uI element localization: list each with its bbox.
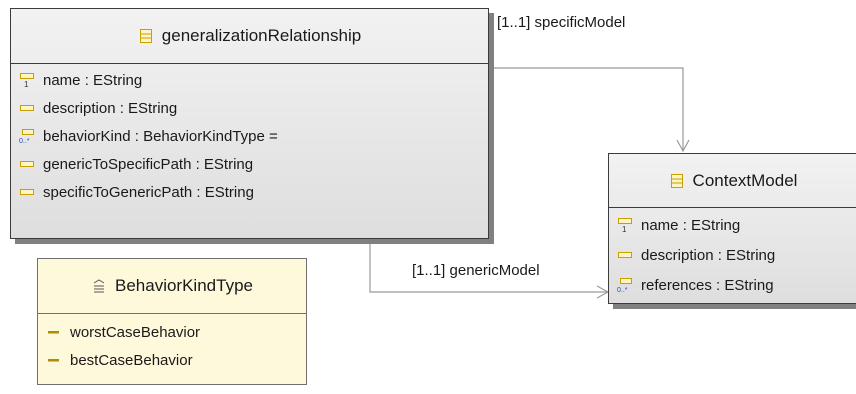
attribute-text: name : EString [641, 216, 741, 234]
attribute-row[interactable]: 0..* references : EString [617, 270, 856, 300]
behavior-kind-type-enum[interactable]: BehaviorKindType worstCaseBehavior bestC… [37, 258, 307, 385]
class-title: generalizationRelationship [161, 26, 362, 45]
specific-model-edge-label: [1..1] specificModel [497, 14, 626, 31]
attribute-row[interactable]: description : EString [19, 94, 488, 122]
multi-attribute-icon: 0..* [617, 277, 633, 294]
single-attribute-icon: 1 [617, 217, 633, 234]
enum-literal-icon [46, 352, 62, 368]
enum-literal-row[interactable]: worstCaseBehavior [46, 318, 306, 346]
attribute-text: genericToSpecificPath : EString [43, 155, 254, 173]
attribute-icon [19, 184, 35, 200]
generic-model-edge-label: [1..1] genericModel [412, 262, 540, 279]
svg-text:1: 1 [622, 225, 627, 233]
attribute-icon [19, 156, 35, 172]
single-attribute-icon: 1 [19, 72, 35, 89]
attribute-icon [617, 247, 633, 263]
svg-text:0..*: 0..* [617, 287, 628, 293]
eclass-icon [669, 173, 685, 189]
specific-model-reference-line [489, 67, 684, 151]
generalization-relationship-class[interactable]: generalizationRelationship 1 name : EStr… [10, 8, 489, 239]
attribute-list: 1 name : EString description : EString 0… [609, 208, 856, 300]
attribute-row[interactable]: genericToSpecificPath : EString [19, 150, 488, 178]
context-model-class[interactable]: ContextModel 1 name : EString descriptio… [608, 153, 856, 304]
literal-text: worstCaseBehavior [70, 323, 201, 341]
literal-list: worstCaseBehavior bestCaseBehavior [38, 314, 306, 374]
specific-model-arrowhead [676, 139, 690, 153]
generic-model-reference-line [369, 240, 608, 293]
class-title: ContextModel [692, 170, 798, 190]
attribute-row[interactable]: description : EString [617, 240, 856, 270]
class-header: generalizationRelationship [11, 9, 488, 64]
svg-text:1: 1 [24, 80, 29, 88]
attribute-row[interactable]: specificToGenericPath : EString [19, 178, 488, 206]
attribute-text: references : EString [641, 276, 774, 294]
eenum-icon [91, 278, 107, 294]
attribute-text: specificToGenericPath : EString [43, 183, 254, 201]
attribute-text: behaviorKind : BehaviorKindType = [43, 127, 278, 145]
class-header: ContextModel [609, 154, 856, 208]
literal-text: bestCaseBehavior [70, 351, 193, 369]
attribute-list: 1 name : EString description : EString 0… [11, 64, 488, 206]
attribute-text: description : EString [43, 99, 178, 117]
attribute-text: description : EString [641, 246, 776, 264]
enum-literal-row[interactable]: bestCaseBehavior [46, 346, 306, 374]
enum-title: BehaviorKindType [115, 276, 253, 295]
enum-literal-icon [46, 324, 62, 340]
attribute-text: name : EString [43, 71, 143, 89]
attribute-row[interactable]: 1 name : EString [617, 210, 856, 240]
eclass-icon [138, 28, 154, 44]
attribute-icon [19, 100, 35, 116]
attribute-row[interactable]: 0..* behaviorKind : BehaviorKindType = [19, 122, 488, 150]
enum-header: BehaviorKindType [38, 259, 306, 314]
attribute-row[interactable]: 1 name : EString [19, 66, 488, 94]
svg-text:0..*: 0..* [19, 138, 30, 144]
multi-attribute-icon: 0..* [19, 128, 35, 145]
